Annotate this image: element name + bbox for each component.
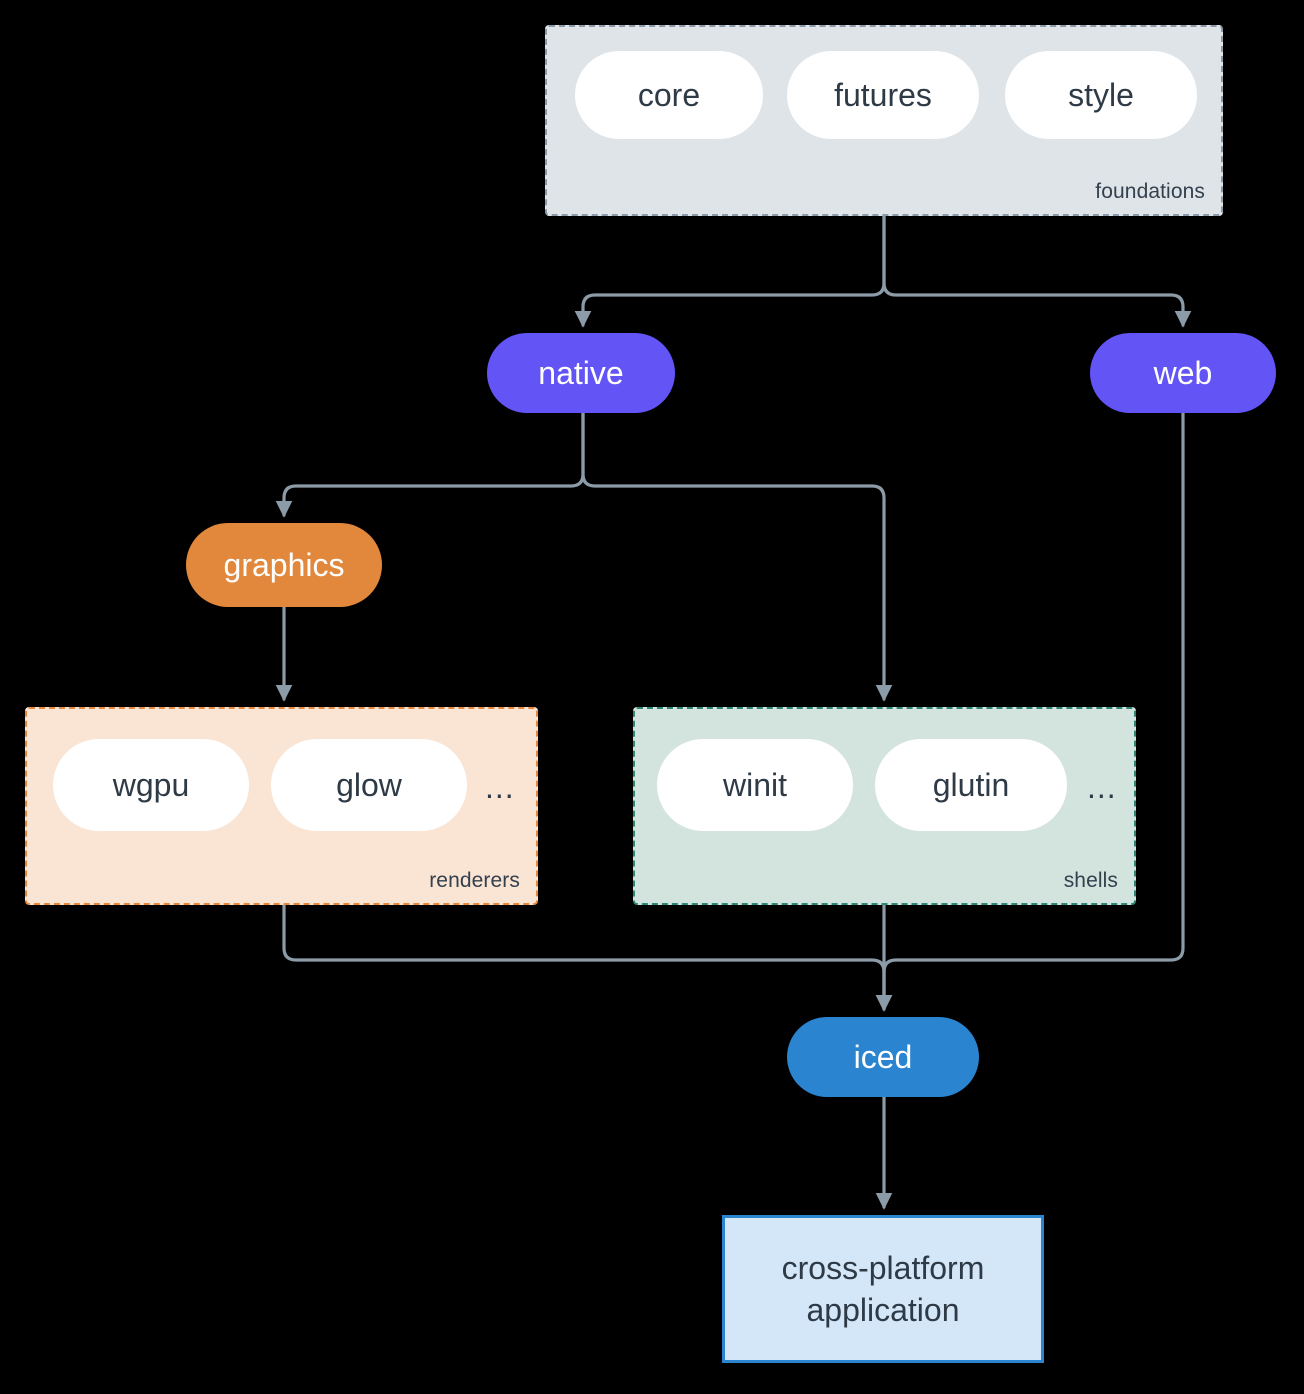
node-futures[interactable]: futures [787,51,979,139]
node-graphics-label: graphics [223,546,345,583]
node-glutin-label: glutin [932,766,1010,803]
edge-foundations-bus [574,214,886,328]
node-glow-label: glow [336,766,402,803]
edge-renderers-iced [282,903,893,1012]
node-futures-label: futures [834,76,932,113]
node-style-label: style [1068,76,1134,113]
node-iced[interactable]: iced [787,1017,979,1097]
group-renderers-label: renderers [429,869,520,892]
application-label-line2: application [806,1292,960,1328]
application-label-line1: cross-platform [781,1249,985,1286]
edge-native-shells [581,411,893,702]
node-native[interactable]: native [487,333,675,413]
node-glutin[interactable]: glutin [875,739,1067,831]
edge-native-graphics [275,411,585,518]
node-cross-platform-application[interactable]: cross-platform application [722,1215,1044,1363]
renderers-more-ellipsis: ... [485,769,515,805]
shells-more-ellipsis: ... [1087,769,1117,805]
group-renderers[interactable]: wgpu glow ... renderers [25,707,538,905]
node-core-label: core [637,76,701,113]
node-web[interactable]: web [1090,333,1276,413]
node-native-label: native [538,354,624,391]
node-glow[interactable]: glow [271,739,467,831]
group-shells[interactable]: winit glutin ... shells [633,707,1136,905]
node-graphics[interactable]: graphics [186,523,382,607]
group-shells-label: shells [1063,869,1118,892]
node-winit[interactable]: winit [657,739,853,831]
group-foundations[interactable]: core futures style foundations [545,25,1223,216]
node-wgpu-label: wgpu [112,766,190,803]
group-foundations-label: foundations [1095,180,1205,203]
node-winit-label: winit [722,766,787,803]
node-core[interactable]: core [575,51,763,139]
node-web-label: web [1153,354,1213,391]
node-style[interactable]: style [1005,51,1197,139]
edge-foundations-web [882,214,1192,328]
node-wgpu[interactable]: wgpu [53,739,249,831]
node-iced-label: iced [853,1038,913,1075]
